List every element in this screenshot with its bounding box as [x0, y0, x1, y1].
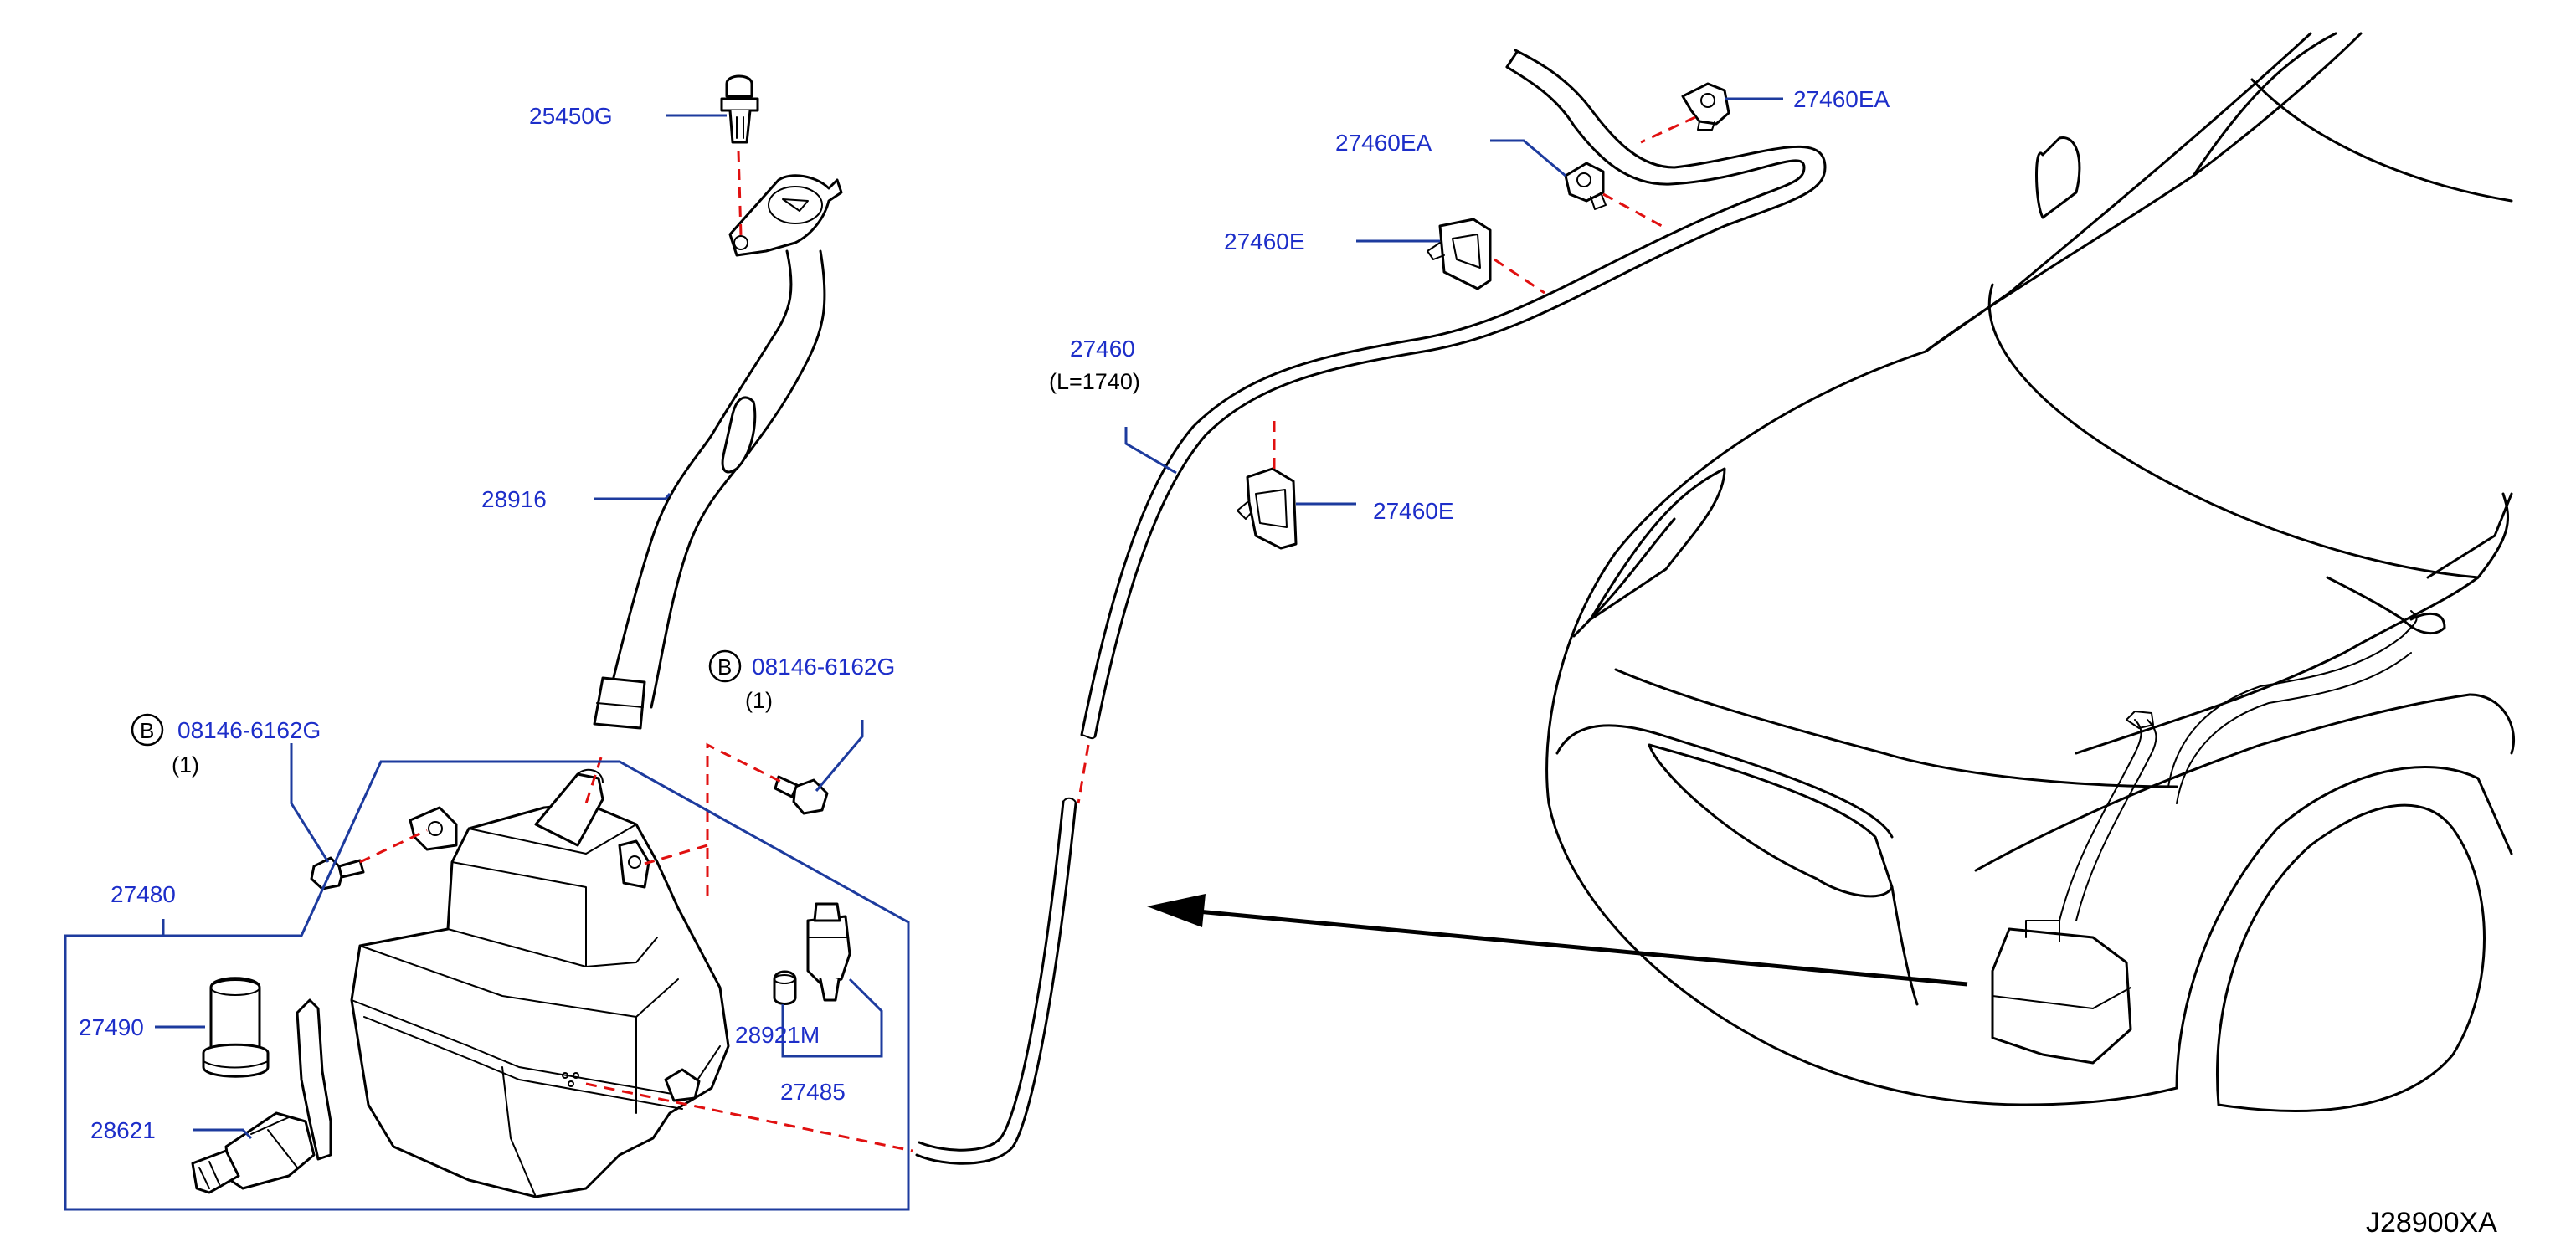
label-27485[interactable]: 27485 — [780, 1079, 846, 1105]
level-sensor-28621 — [191, 998, 332, 1194]
label-25450G[interactable]: 25450G — [529, 103, 613, 129]
filter-27490 — [202, 977, 270, 1078]
washer-tank-27480 — [350, 768, 730, 1198]
callout-bolt-right[interactable]: B 08146-6162G (1) — [708, 649, 895, 713]
clip-27460EA-lower — [1564, 162, 1607, 210]
b-badge-icon — [131, 713, 164, 747]
grommet-28921M — [773, 970, 797, 1005]
bolt-08146-right — [774, 775, 829, 815]
b-badge-icon — [708, 649, 742, 683]
leader-lines — [64, 97, 1783, 1211]
callout-bolt-left[interactable]: B 08146-6162G (1) — [131, 713, 321, 778]
label-27460E-lower[interactable]: 27460E — [1373, 498, 1454, 524]
clip-25450G — [720, 74, 759, 144]
label-27480[interactable]: 27480 — [111, 881, 176, 907]
label-08146-6162G-right: 08146-6162G — [752, 654, 895, 680]
label-28916[interactable]: 28916 — [481, 486, 547, 512]
hose-clips — [1237, 82, 1730, 550]
label-27460EA-upper[interactable]: 27460EA — [1793, 86, 1890, 112]
detail-arrow — [1147, 894, 1968, 987]
diagram-code: J28900XA — [2366, 1207, 2497, 1239]
filler-neck-28916 — [593, 174, 843, 730]
bolt-08146-left — [310, 856, 365, 890]
label-28921M[interactable]: 28921M — [735, 1022, 820, 1048]
washer-hose-27460 — [915, 49, 1827, 1165]
label-27460-length: (L=1740) — [1049, 369, 1140, 394]
label-27490[interactable]: 27490 — [79, 1014, 144, 1040]
pump-27485 — [806, 902, 851, 1002]
assembly-dash-lines — [359, 115, 1696, 1152]
label-08146-6162G-left: 08146-6162G — [177, 717, 321, 743]
label-27460[interactable]: 27460 — [1070, 336, 1135, 362]
qty-left: (1) — [172, 752, 199, 778]
qty-right: (1) — [745, 688, 773, 713]
clip-27460E-lower — [1237, 467, 1298, 550]
clip-27460EA-upper — [1681, 82, 1730, 131]
label-27460E-upper[interactable]: 27460E — [1224, 228, 1305, 254]
label-27460EA-lower[interactable]: 27460EA — [1335, 130, 1432, 156]
b-badge-letter: B — [717, 654, 732, 680]
part-labels: 25450G 28916 27480 27490 28621 28921M 27… — [79, 86, 2497, 1239]
clip-27460E-upper — [1427, 218, 1492, 290]
label-28621[interactable]: 28621 — [90, 1117, 156, 1143]
vehicle-front-view — [1545, 32, 2516, 1112]
b-badge-letter: B — [140, 718, 154, 743]
